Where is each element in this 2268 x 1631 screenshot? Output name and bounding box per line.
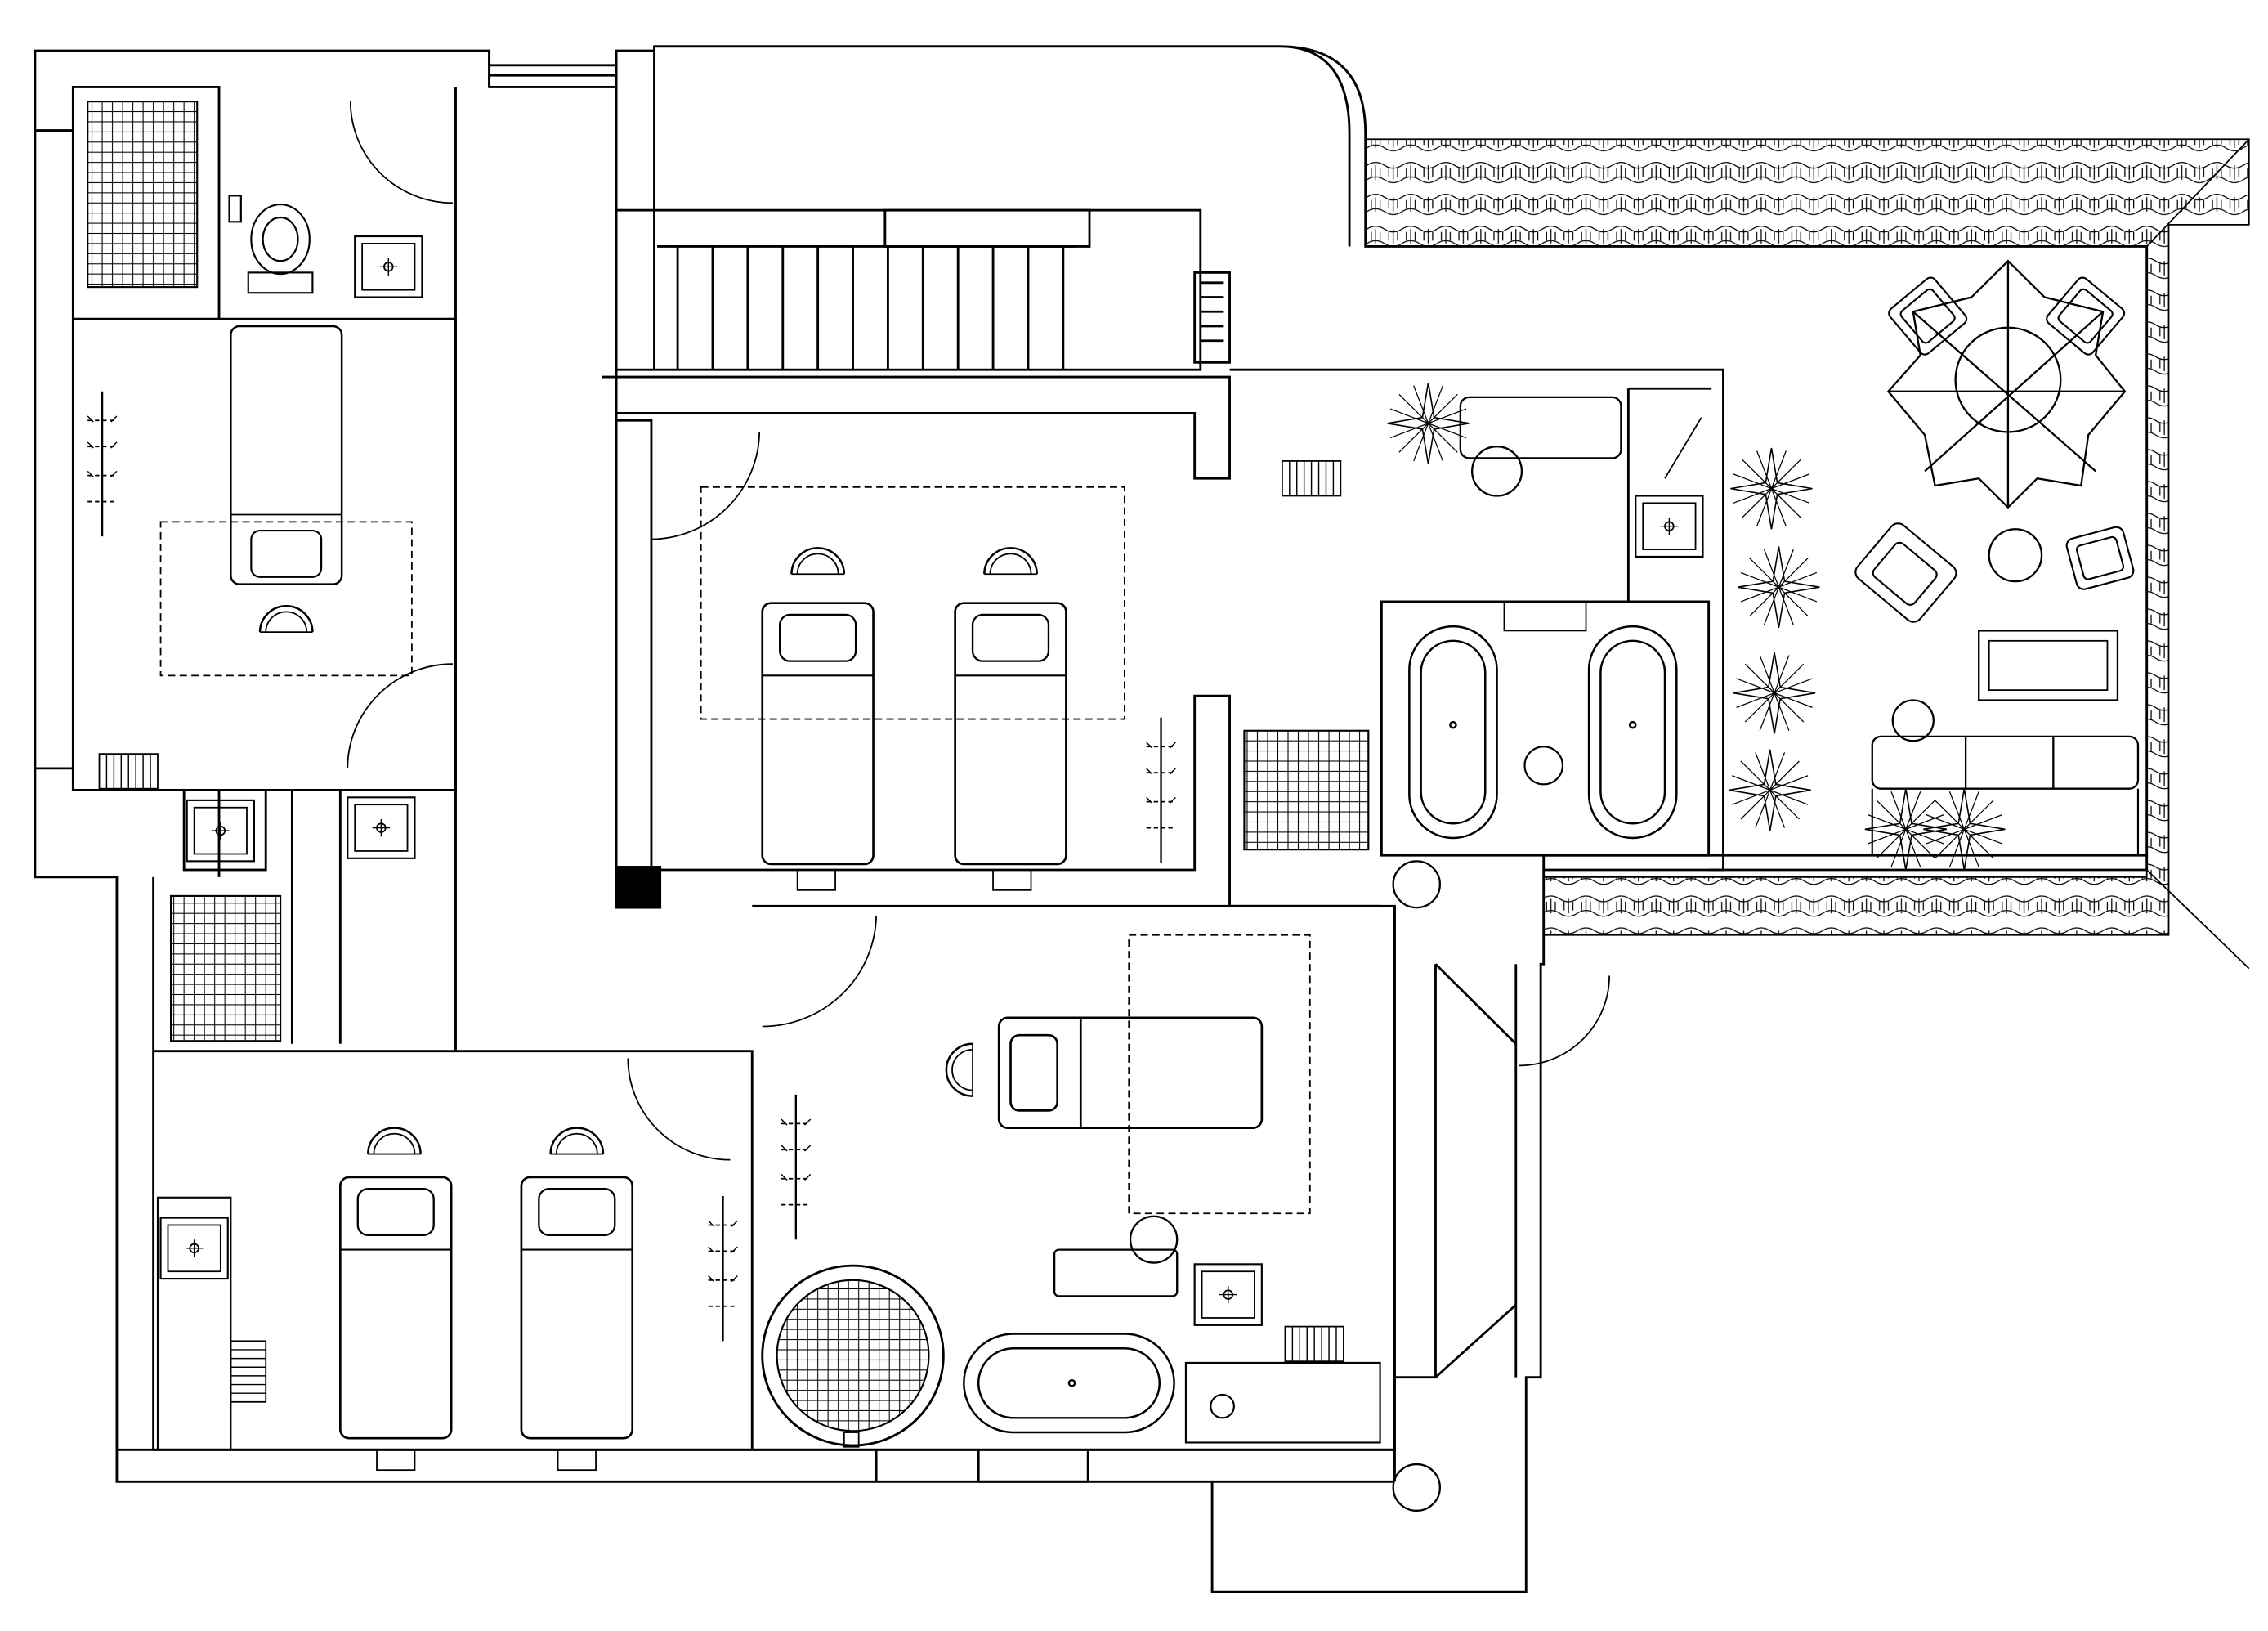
sink-4 [159,1217,229,1280]
hanger-3 [780,1093,812,1241]
chair-b1-right [983,547,1038,576]
toilet-1 [228,195,314,294]
stool-upper-2 [1470,446,1523,497]
radiator-4 [230,1340,267,1403]
lounge-chair-1 [1888,276,1968,356]
planter-edge [1871,788,2140,856]
building-outline [34,45,2149,1593]
hanger-4 [707,1194,739,1342]
umbrella [1886,259,2127,509]
sink-1 [354,235,423,298]
door-swings [347,101,1702,1161]
radiator-1 [98,753,159,790]
sink-5 [1635,495,1704,558]
plant-upper [1386,382,1470,465]
bed-b1-right [954,602,1067,866]
column-2 [1392,1463,1442,1512]
plant-5 [1864,787,1948,871]
bed-b3-right [520,1176,634,1440]
lounge-chair-2 [2046,276,2126,356]
bathtub-upper-right [1587,625,1678,840]
chair-left [258,605,314,634]
slipper-4 [557,1449,597,1472]
stool-upper [1523,746,1564,786]
chair-b1-left [790,547,846,576]
counter-lower [1184,1361,1381,1444]
plant-3 [1733,652,1816,735]
bed-b3-left [338,1176,453,1440]
roof-hip-lines [2146,138,2250,970]
armchair-2 [2065,526,2135,590]
sink-3 [347,796,416,859]
radiator-2 [1281,460,1342,497]
bathtub-upper-left [1408,625,1498,840]
wardrobe-b3 [156,1196,232,1451]
rug-bedroom-1 [700,486,1125,720]
sink-2 [186,799,255,863]
hanger-1 [87,390,119,538]
coffee-table-top [1988,639,2109,691]
toilet-lower [1210,1393,1235,1419]
coffee-table [1978,630,2119,701]
armchair-1 [1854,522,1957,623]
vanity-lower [1053,1248,1179,1297]
stool-lower [1129,1215,1179,1264]
plant-1 [1729,447,1814,531]
shower-tile-1 [87,101,199,289]
chair-master [945,1042,974,1097]
sofa-terrace [1871,699,2140,790]
plant-2 [1737,545,1821,629]
shower-tile-3 [1243,729,1370,851]
desk-left [159,325,413,677]
slipper-2 [992,869,1032,891]
bed-master [997,1016,1264,1129]
slipper-1 [796,869,836,891]
chair-b3-left [367,1127,422,1155]
bathtub-lower [963,1333,1175,1434]
bed-b1-left [761,602,875,866]
plant-6 [1922,787,2006,871]
slipper-3 [376,1449,416,1472]
roof-tiles [1364,138,2250,936]
column-1 [1392,860,1442,909]
radiator-3 [1284,1325,1344,1363]
hanger-2 [1145,716,1177,864]
plant-4 [1728,749,1812,831]
vanity-upper [1459,396,1622,459]
shelf-upper [1503,601,1587,632]
rug-master [1128,934,1311,1215]
round-shower [761,1264,945,1448]
shower-tile-2 [169,894,282,1042]
sink-6 [1193,1263,1263,1326]
side-table [1988,528,2043,583]
chair-b3-right [549,1127,605,1155]
